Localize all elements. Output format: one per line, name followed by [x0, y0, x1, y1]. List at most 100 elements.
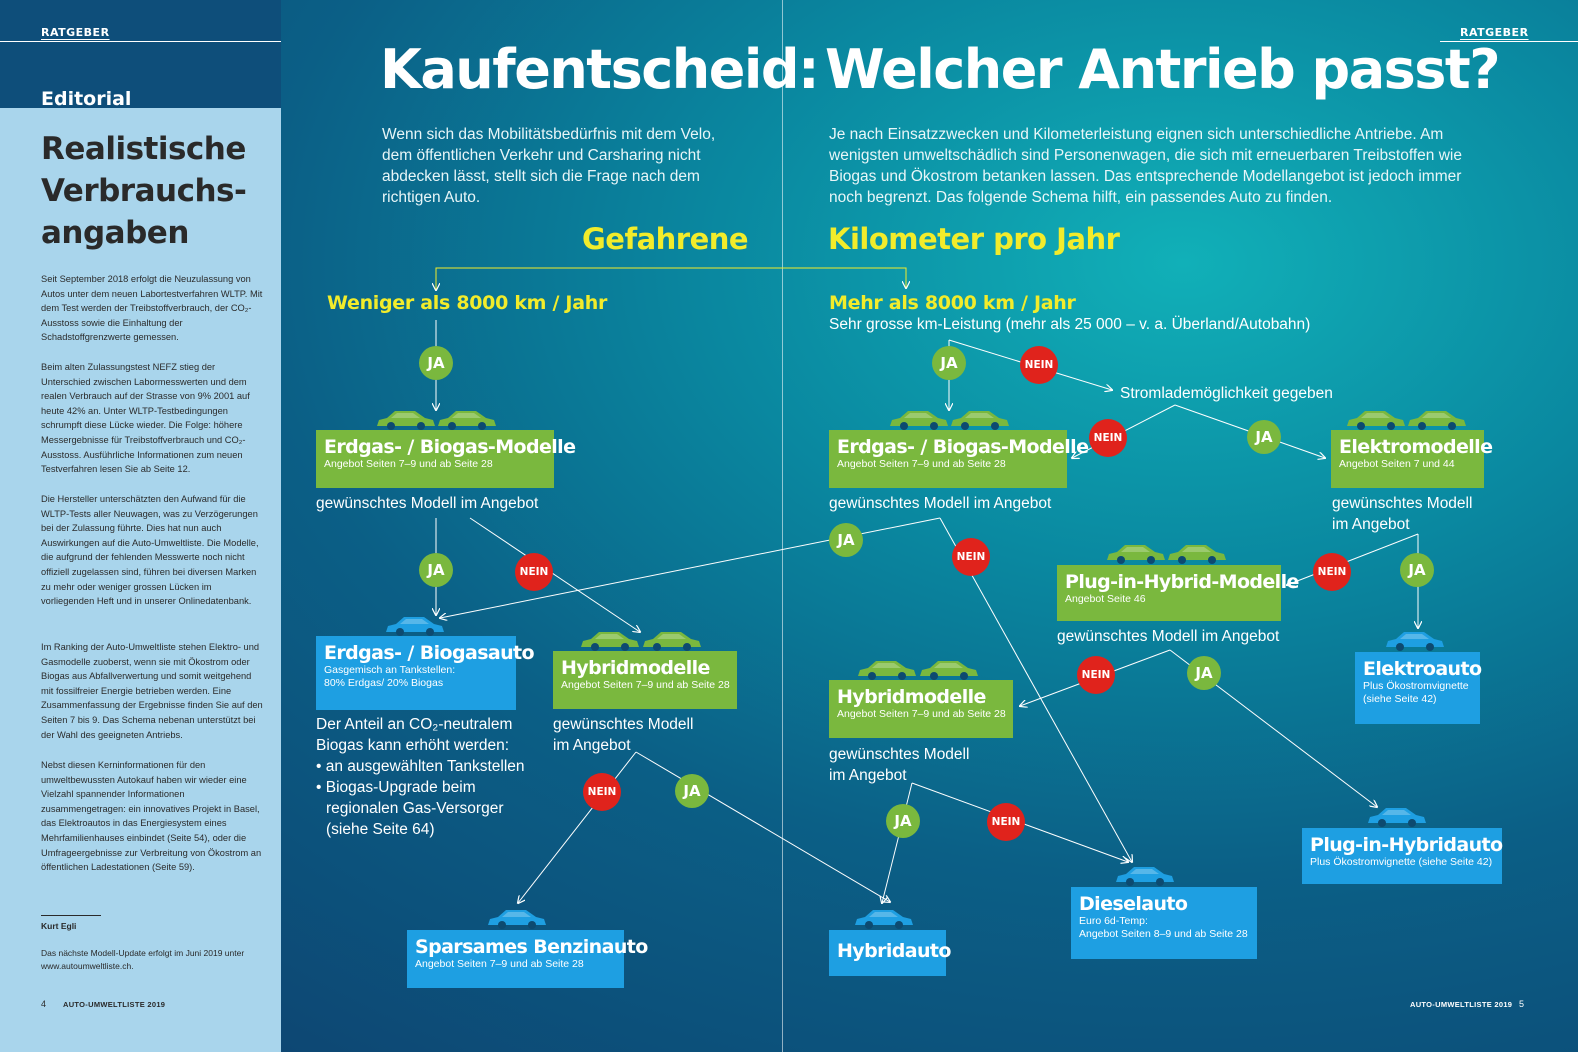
nein-badge: NEIN [583, 773, 621, 811]
box-title: Hybridmodelle [837, 686, 986, 708]
nein-badge: NEIN [1020, 346, 1058, 384]
editorial-paragraph: Seit September 2018 erfolgt die Neuzulas… [41, 274, 263, 343]
page-number-right: 5 [1519, 999, 1525, 1009]
page-gutter [782, 0, 783, 1052]
box-subtitle: Angebot Seiten 7–9 und ab Seite 28 [324, 458, 493, 470]
question-line: gewünschtes Modell [1332, 495, 1473, 512]
car-icon [1168, 545, 1226, 564]
box-erdgas-modelle-right: Erdgas- / Biogas-Modelle Angebot Seiten … [829, 430, 1089, 488]
box-erdgas-modelle-left: Erdgas- / Biogas-Modelle Angebot Seiten … [316, 430, 576, 488]
box-subtitle: Angebot Seite 46 [1065, 593, 1146, 605]
note-line: Biogas kann erhöht werden: [316, 737, 510, 754]
charging-question: Stromlademöglichkeit gegeben [1120, 385, 1333, 402]
box-title: Hybridauto [837, 940, 951, 962]
header-rule-right [1440, 41, 1578, 42]
ja-badge: JA [1187, 656, 1221, 690]
editorial-paragraph: Die Hersteller unterschätzten den Aufwan… [41, 494, 259, 607]
editorial-label: Editorial [41, 88, 132, 110]
update-note: Das nächste Modell-Update erfolgt im Jun… [41, 948, 245, 971]
car-icon [1107, 545, 1165, 564]
box-hybridmodelle-left: Hybridmodelle Angebot Seiten 7–9 und ab … [553, 651, 737, 709]
footer-publication-right: AUTO-UMWELTLISTE 2019 [1410, 1000, 1513, 1009]
box-benzinauto: Sparsames Benzinauto Angebot Seiten 7–9 … [407, 930, 648, 988]
note-bullet: • Biogas-Upgrade beim [316, 779, 476, 796]
ja-badge: JA [419, 553, 453, 587]
biogas-note: Der Anteil an CO₂-neutralem Biogas kann … [316, 714, 536, 840]
editorial-column [0, 0, 281, 1052]
box-title: Plug-in-Hybridauto [1310, 834, 1503, 856]
car-icon [581, 632, 639, 651]
note-line: regionalen Gas-Versorger [326, 800, 504, 817]
question-available: gewünschtes Modell im Angebot [829, 744, 969, 786]
box-title: Elektroauto [1363, 658, 1482, 680]
box-title: Erdgas- / Biogasauto [324, 642, 535, 664]
header-rule-left [0, 41, 281, 42]
box-subtitle: Angebot Seiten 7 und 44 [1339, 458, 1455, 470]
more-than-subtitle: Sehr grosse km-Leistung (mehr als 25 000… [829, 316, 1311, 333]
car-icon [438, 411, 496, 430]
box-hybridauto: Hybridauto [829, 930, 951, 976]
box-title: Dieselauto [1079, 893, 1188, 915]
car-icon [1368, 808, 1426, 827]
editorial-box [0, 108, 281, 1052]
box-subtitle: Euro 6d-Temp: [1079, 915, 1148, 927]
question-available: gewünschtes Modell im Angebot [1057, 628, 1280, 645]
car-icon [951, 411, 1009, 430]
nein-badge: NEIN [1313, 553, 1351, 591]
box-elektromodelle: Elektromodelle Angebot Seiten 7 und 44 [1331, 430, 1493, 488]
box-subtitle: Angebot Seiten 7–9 und ab Seite 28 [561, 679, 730, 691]
question-line: im Angebot [553, 737, 631, 754]
headline-left: Kaufentscheid: [380, 38, 820, 101]
less-than-8000: Weniger als 8000 km / Jahr [327, 292, 608, 314]
question-available: gewünschtes Modell im Angebot [1332, 493, 1472, 535]
page-number-left: 4 [41, 999, 47, 1009]
box-title: Erdgas- / Biogas-Modelle [837, 436, 1089, 458]
author-name: Kurt Egli [41, 921, 77, 931]
box-subtitle: Angebot Seiten 7–9 und ab Seite 28 [837, 708, 1006, 720]
box-erdgasauto: Erdgas- / Biogasauto Gasgemisch an Tanks… [316, 636, 535, 710]
editorial-paragraph: Nebst diesen Kerninformationen für den u… [41, 760, 262, 873]
nein-badge: NEIN [952, 538, 990, 576]
ja-badge: JA [1400, 553, 1434, 587]
box-title: Sparsames Benzinauto [415, 936, 648, 958]
question-available: gewünschtes Modell im Angebot [316, 495, 539, 512]
car-icon [858, 661, 916, 680]
section-label-right: RATGEBER [1460, 26, 1529, 39]
box-title: Elektromodelle [1339, 436, 1493, 458]
car-icon [855, 910, 913, 929]
nein-badge: NEIN [987, 803, 1025, 841]
nein-badge: NEIN [1089, 419, 1127, 457]
ja-badge: JA [886, 804, 920, 838]
ja-badge: JA [675, 774, 709, 808]
box-subtitle: Plus Ökostromvignette [1363, 680, 1469, 692]
box-subtitle: Angebot Seiten 7–9 und ab Seite 28 [415, 958, 584, 970]
car-icon [1347, 411, 1405, 430]
box-subtitle: Plus Ökostromvignette (siehe Seite 42) [1310, 856, 1493, 868]
question-line: gewünschtes Modell [553, 716, 694, 733]
editorial-title: Realistische Verbrauchs-angaben [41, 131, 247, 251]
car-icon [1386, 632, 1444, 651]
footer-publication-left: AUTO-UMWELTLISTE 2019 [63, 1000, 166, 1009]
flow-heading-left: Gefahrene [582, 222, 749, 256]
headline-right: Welcher Antrieb passt? [825, 38, 1501, 101]
question-line: im Angebot [1332, 516, 1410, 533]
car-icon [920, 661, 978, 680]
ja-badge: JA [1247, 420, 1281, 454]
car-icon [386, 617, 444, 636]
box-plugin-hybridauto: Plug-in-Hybridauto Plus Ökostromvignette… [1302, 828, 1503, 884]
ja-badge: JA [829, 523, 863, 557]
more-than-8000: Mehr als 8000 km / Jahr [829, 292, 1076, 314]
car-icon [1408, 411, 1466, 430]
box-elektroauto: Elektroauto Plus Ökostromvignette (siehe… [1355, 652, 1482, 724]
nein-badge: NEIN [515, 553, 553, 591]
nein-badge: NEIN [1077, 656, 1115, 694]
question-available: gewünschtes Modell im Angebot [829, 495, 1052, 512]
intro-left: Wenn sich das Mobilitätsbedürfnis mit de… [382, 126, 716, 206]
question-line: gewünschtes Modell [829, 746, 970, 763]
box-hybridmodelle-right: Hybridmodelle Angebot Seiten 7–9 und ab … [829, 680, 1013, 738]
box-title: Hybridmodelle [561, 657, 710, 679]
car-icon [377, 411, 435, 430]
box-dieselauto: Dieselauto Euro 6d-Temp: Angebot Seiten … [1071, 887, 1257, 959]
box-title: Erdgas- / Biogas-Modelle [324, 436, 576, 458]
